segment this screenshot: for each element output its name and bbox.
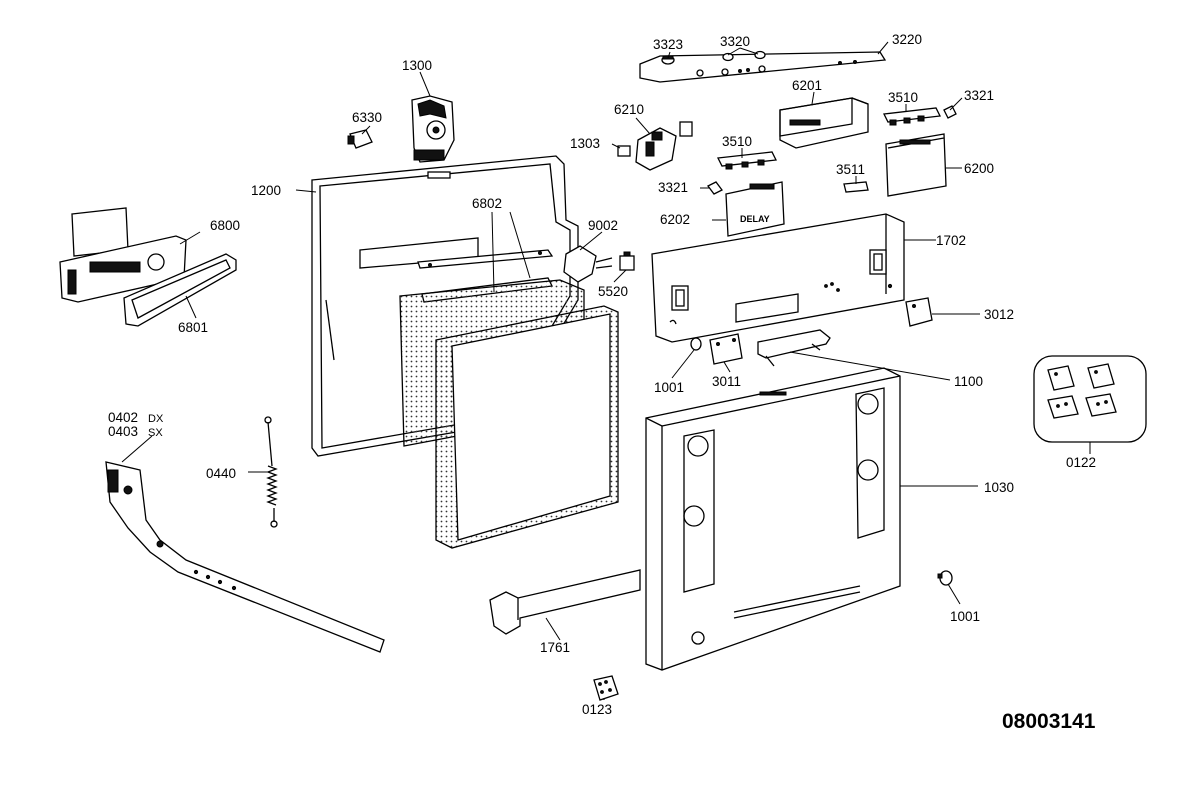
part-1100-drawing [757, 329, 831, 367]
part-9002-drawing [563, 245, 613, 283]
label-3510-lower: 3510 [722, 134, 752, 149]
label-0402: 0402 [108, 410, 138, 425]
label-6210: 6210 [614, 102, 644, 117]
part-0122-inset [1033, 355, 1147, 443]
part-1030-drawing [645, 367, 901, 671]
part-3321a-drawing [943, 105, 957, 119]
part-6200-drawing [885, 133, 947, 197]
leader-lines [121, 41, 1091, 700]
label-6800: 6800 [210, 218, 240, 233]
part-3511-drawing [843, 181, 869, 193]
part-3510b-drawing [717, 151, 777, 170]
label-1001-upper: 1001 [654, 380, 684, 395]
part-6201-drawing [779, 97, 869, 149]
label-6201: 6201 [792, 78, 822, 93]
label-5520: 5520 [598, 284, 628, 299]
label-3321-lower: 3321 [658, 180, 688, 195]
part-3220-drawing [639, 51, 887, 83]
label-1303: 1303 [570, 136, 600, 151]
label-1100: 1100 [954, 374, 983, 389]
label-3321-upper: 3321 [964, 88, 994, 103]
label-6200: 6200 [964, 161, 994, 176]
part-0123-drawing [593, 675, 619, 701]
label-6330: 6330 [352, 110, 382, 125]
label-6801: 6801 [178, 320, 208, 335]
label-3323: 3323 [653, 37, 683, 52]
part-1001a-drawing [690, 337, 702, 351]
part-5520-drawing [619, 251, 635, 271]
label-3012: 3012 [984, 307, 1014, 322]
label-6202: 6202 [660, 212, 690, 227]
label-3320: 3320 [720, 34, 750, 49]
part-6800-drawing [59, 207, 187, 303]
label-0123: 0123 [582, 702, 612, 717]
label-0440: 0440 [206, 466, 236, 481]
label-3510-upper: 3510 [888, 90, 918, 105]
label-9002: 9002 [588, 218, 618, 233]
part-6801-drawing [123, 253, 237, 327]
label-3011: 3011 [712, 374, 741, 389]
delay-panel-text: DELAY [740, 214, 770, 224]
label-1702: 1702 [936, 233, 966, 248]
part-3320-drawing [722, 50, 766, 62]
label-0403-suffix: SX [148, 427, 163, 439]
part-1702-drawing [651, 213, 905, 343]
label-1200: 1200 [251, 183, 281, 198]
part-6210-drawing [617, 121, 693, 171]
part-0440-drawing [264, 416, 278, 528]
part-3012-drawing [905, 297, 933, 327]
label-6802: 6802 [472, 196, 502, 211]
label-1030: 1030 [984, 480, 1014, 495]
label-1300: 1300 [402, 58, 432, 73]
part-6330-drawing [347, 129, 373, 149]
part-3011-drawing [709, 333, 743, 365]
document-number: 08003141 [1002, 710, 1096, 733]
label-1001-lower: 1001 [950, 609, 980, 624]
label-0403: 0403 [108, 424, 138, 439]
inner-panel-drawing [435, 305, 619, 549]
part-0402-0403-drawing [105, 461, 385, 653]
part-3510a-drawing [883, 107, 941, 126]
label-0122: 0122 [1066, 455, 1096, 470]
label-3511: 3511 [836, 162, 865, 177]
part-labels: 3323 3320 3220 1300 6201 3510 3321 6330 … [108, 32, 1096, 717]
label-1761: 1761 [540, 640, 570, 655]
part-1300-drawing [411, 95, 455, 163]
part-6202-drawing: DELAY [725, 181, 785, 237]
label-3220: 3220 [892, 32, 922, 47]
part-1001b-drawing [937, 570, 953, 586]
part-1761-drawing [489, 569, 641, 635]
label-0402-suffix: DX [148, 413, 164, 425]
part-3321b-drawing [707, 181, 723, 195]
